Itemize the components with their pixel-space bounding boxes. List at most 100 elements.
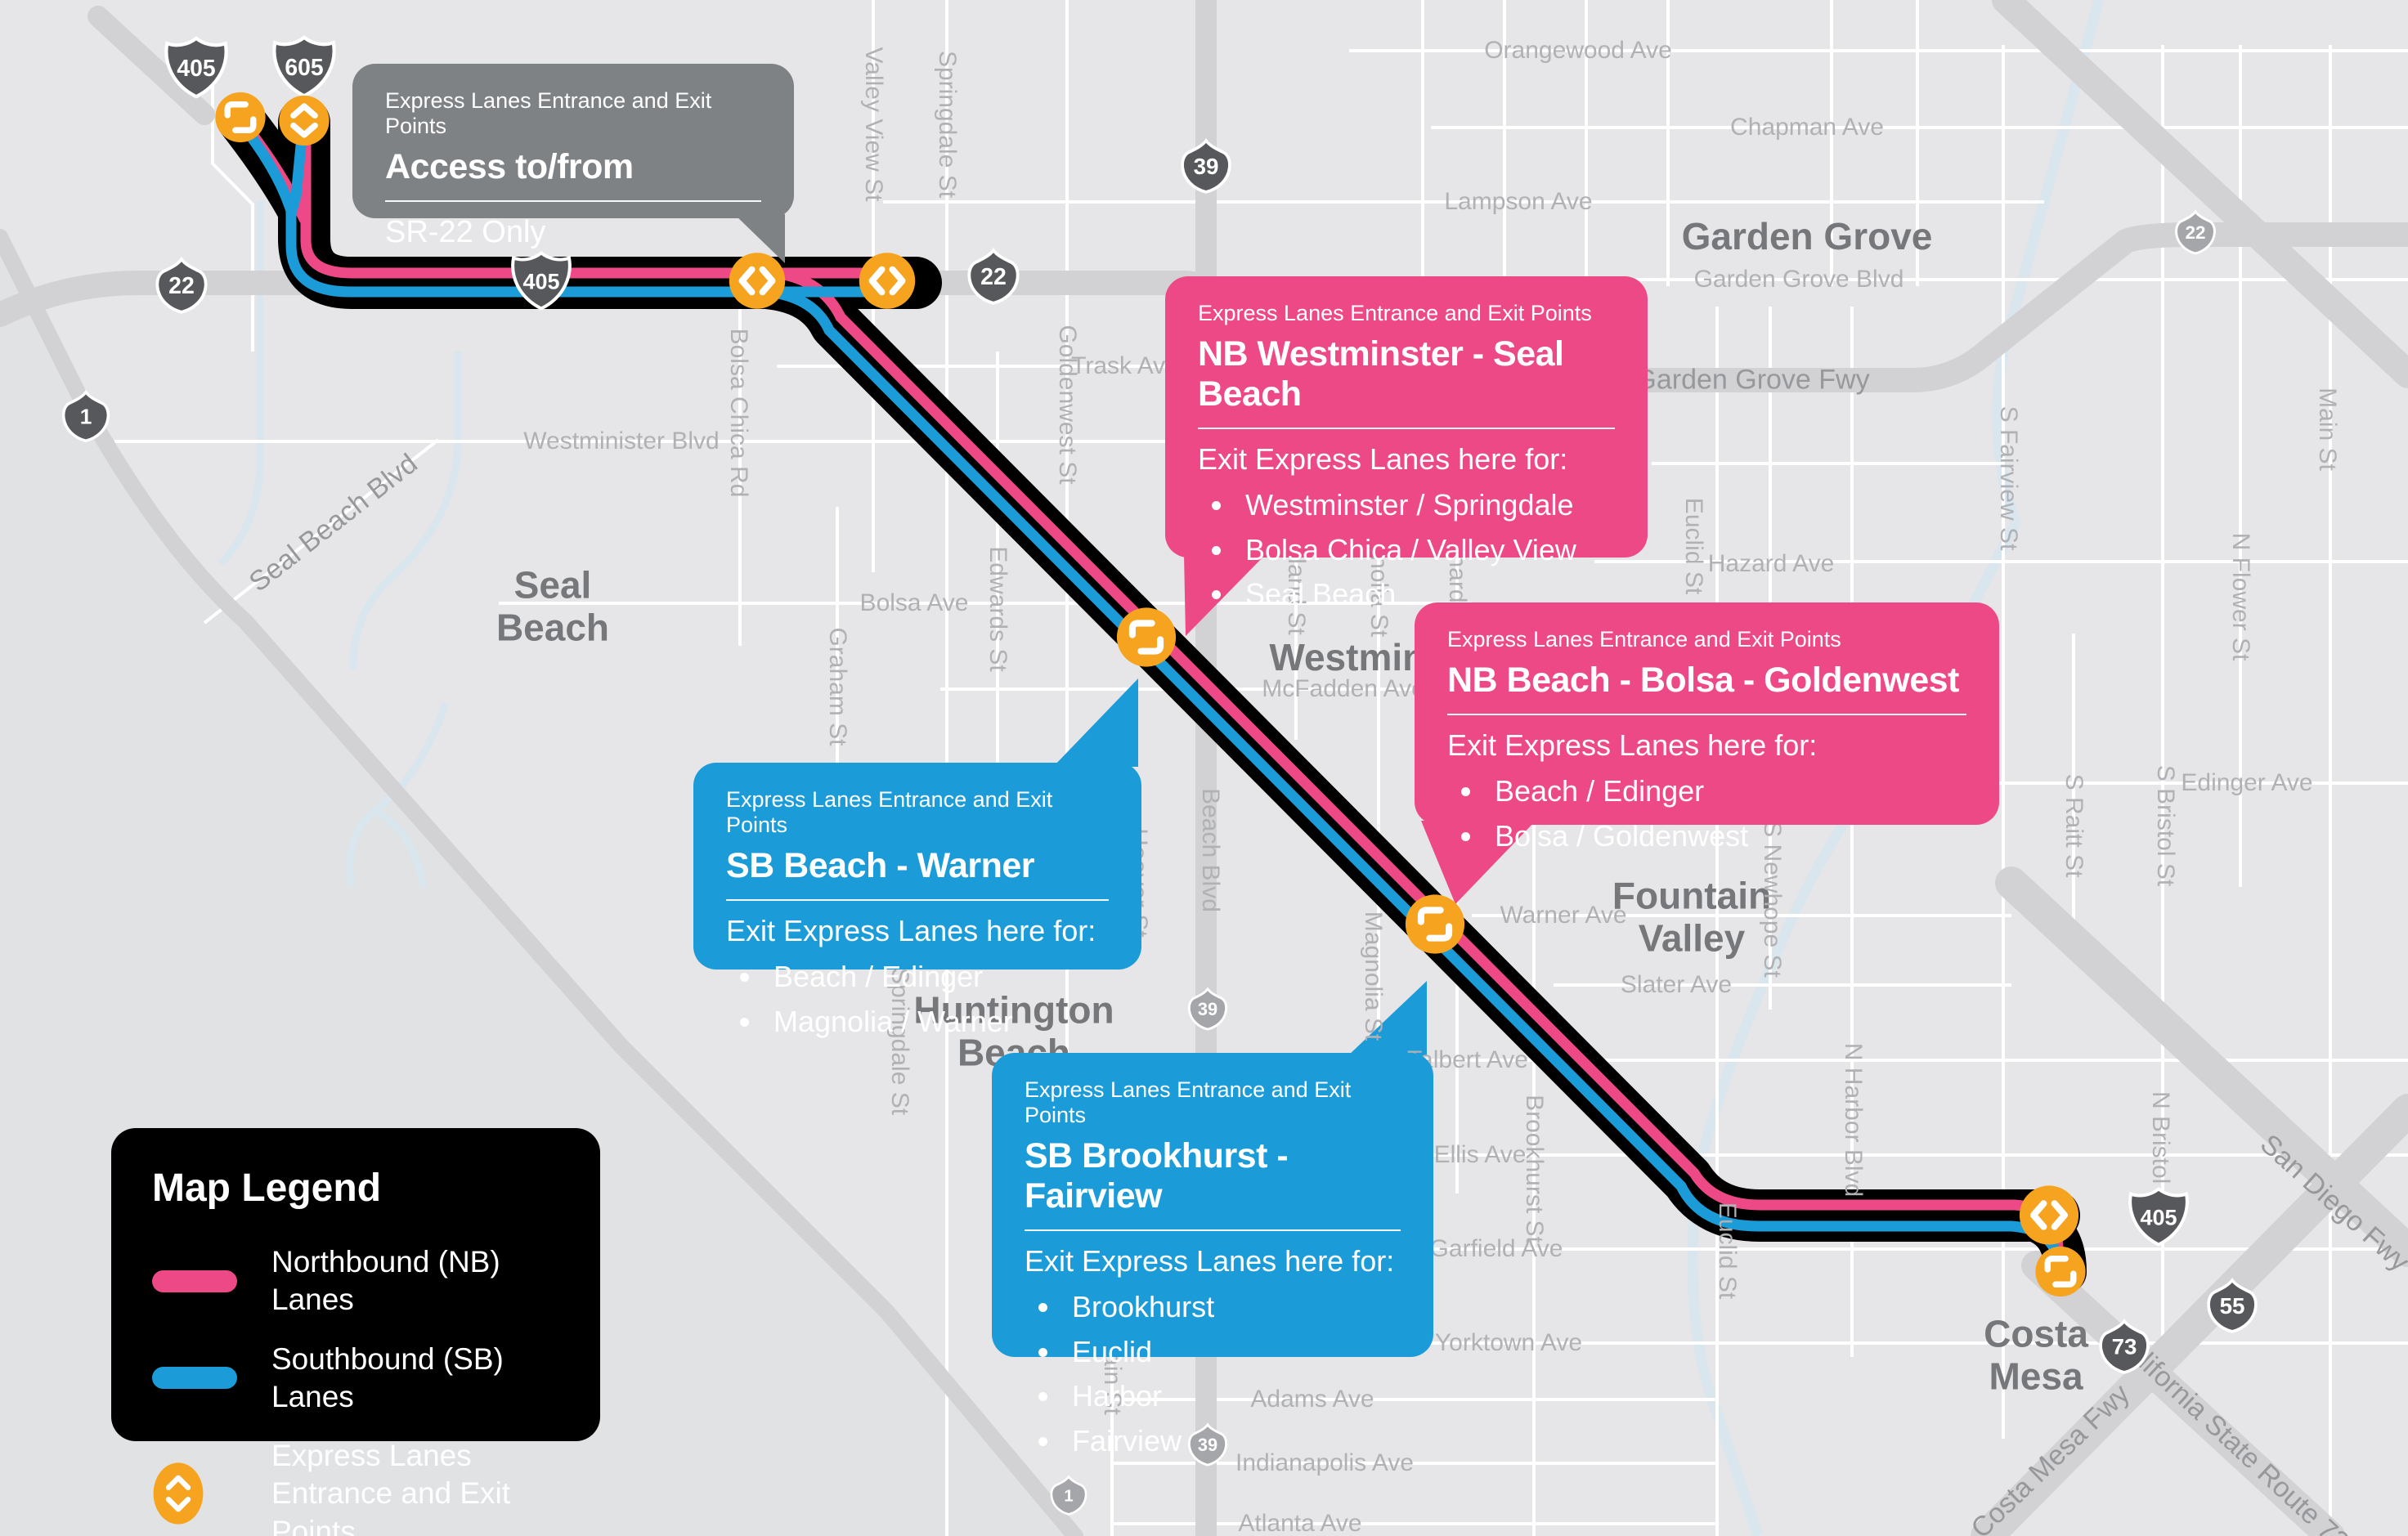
city-label: Garden Grove [1681, 215, 1933, 258]
callout-tails [734, 214, 1536, 1056]
street-label: Yorktown Ave [1434, 1329, 1583, 1356]
entrance-exit-marker-square-icon [1404, 893, 1466, 960]
callout-sb-brookhurst-fairview: Express Lanes Entrance and Exit Points S… [992, 1053, 1433, 1458]
callout-title: Access to/from [385, 147, 634, 186]
legend-label: Southbound (SB) Lanes [271, 1341, 504, 1413]
callout-intro: Exit Express Lanes here for: [1198, 442, 1568, 476]
entrance-exit-marker-icon [152, 1461, 237, 1526]
legend-row-northbound: Northbound (NB) Lanes [152, 1243, 559, 1319]
exit-list-item: Fairview [1062, 1419, 1401, 1464]
street-label: Brookhurst St [1521, 1095, 1548, 1243]
svg-text:39: 39 [1198, 1435, 1217, 1455]
street-label: Lampson Ave [1444, 188, 1593, 215]
street-label: Springdale St [934, 50, 961, 199]
svg-text:405: 405 [177, 56, 215, 82]
callout-exit-list: BrookhurstEuclidHarborFairview [1025, 1285, 1401, 1464]
route-shield-405: 405 [2126, 1184, 2191, 1254]
callout-header: Express Lanes Entrance and Exit Points [1447, 627, 1841, 652]
exit-list-item: Beach / Edinger [1485, 769, 1966, 814]
nb-lanes-swatch [152, 1270, 237, 1292]
exit-list-item: Euclid [1062, 1330, 1401, 1375]
legend-row-entrance-exit: Express Lanes Entrance and Exit Points [152, 1437, 559, 1536]
street-label: Warner Ave [1500, 902, 1627, 929]
street-label: Bolsa Ave [859, 589, 969, 616]
route-shield-405: 405 [509, 249, 574, 318]
exit-list-item: Seal Beach [1235, 572, 1615, 617]
street-label: Chapman Ave [1730, 114, 1884, 141]
legend-label: Northbound (NB) Lanes [271, 1245, 500, 1317]
exit-list-item: Magnolia / Warner [764, 1000, 1109, 1045]
svg-text:22: 22 [2185, 222, 2205, 243]
exit-list-item: Bolsa Chica / Valley View [1235, 528, 1615, 573]
callout-sb-beach-warner: Express Lanes Entrance and Exit Points S… [693, 763, 1141, 1038]
callout-title: NB Westminster - Seal Beach [1198, 334, 1564, 414]
street-label: Goldenwest St [1054, 325, 1081, 485]
street-label: N Harbor Blvd [1840, 1042, 1867, 1198]
callout-header: Express Lanes Entrance and Exit Points [726, 787, 1053, 837]
callout-header: Express Lanes Entrance and Exit Points [1198, 301, 1592, 325]
callout-title: SB Beach - Warner [726, 846, 1035, 885]
svg-text:39: 39 [1198, 999, 1217, 1019]
exit-list-item: Westminster / Springdale [1235, 483, 1615, 528]
street-label: Edwards St [984, 546, 1011, 672]
street-label: Atlanta Ave [1238, 1510, 1362, 1536]
street-label: S Newhope St [1759, 821, 1786, 978]
street-label: Westminister Blvd [523, 428, 720, 455]
callout-exit-list: Westminster / SpringdaleBolsa Chica / Va… [1198, 483, 1615, 617]
street-label: Garfield Ave [1429, 1235, 1563, 1262]
callout-exit-list: Beach / EdingerMagnolia / Warner [726, 955, 1109, 1044]
svg-text:22: 22 [980, 264, 1007, 290]
street-label: N Flower St [2227, 532, 2254, 661]
street-label: Graham St [824, 627, 851, 746]
svg-text:405: 405 [2140, 1206, 2177, 1230]
street-label: Magnolia St [1360, 911, 1387, 1041]
street-label: S Fairview St [1995, 405, 2022, 551]
i5-band [1992, 0, 2408, 388]
entrance-exit-marker-chevron-h-icon [727, 251, 787, 316]
street-label: Garden Grove Blvd [1693, 266, 1904, 293]
entrance-exit-marker-square-icon [212, 89, 269, 150]
callout-divider [1447, 714, 1966, 715]
svg-text:22: 22 [168, 273, 195, 299]
route-shield-22: 22 [2171, 208, 2220, 262]
street-label: McFadden Ave [1262, 675, 1425, 702]
map-legend: Map Legend Northbound (NB) Lanes Southbo… [111, 1128, 600, 1536]
entrance-exit-marker-chevron-h-icon [857, 251, 917, 316]
legend-row-southbound: Southbound (SB) Lanes [152, 1341, 559, 1417]
callout-exit-list: Beach / EdingerBolsa / Goldenwest [1447, 769, 1966, 858]
route73-band [2021, 1251, 2345, 1536]
svg-text:73: 73 [2112, 1334, 2137, 1359]
route-shield-39: 39 [1184, 986, 1231, 1037]
entrance-exit-marker-square-icon [1115, 607, 1177, 673]
route-shield-73: 73 [2094, 1317, 2155, 1382]
street-label: Bolsa Chica Rd [725, 328, 752, 498]
callout-divider [1025, 1229, 1401, 1231]
callout-intro: Exit Express Lanes here for: [1025, 1244, 1395, 1278]
street-label: Beach Blvd [1197, 788, 1224, 912]
callout-header: Express Lanes Entrance and Exit Points [1025, 1077, 1352, 1127]
street-label: Euclid St [1714, 1202, 1741, 1300]
route-shield-1: 1 [57, 388, 114, 450]
street-label: Main St [2314, 387, 2341, 471]
callout-nb-westminster-seal-beach: Express Lanes Entrance and Exit Points N… [1165, 276, 1648, 611]
callout-title: NB Beach - Bolsa - Goldenwest [1447, 661, 1959, 700]
callout-nb-beach-bolsa-goldenwest: Express Lanes Entrance and Exit Points N… [1415, 602, 1999, 853]
street-label: Indianapolis Ave [1235, 1449, 1414, 1476]
callout-divider [726, 899, 1109, 901]
svg-text:39: 39 [1194, 154, 1219, 179]
route-shield-22: 22 [150, 255, 213, 321]
svg-text:605: 605 [285, 55, 323, 81]
street-label: S Raitt St [2060, 773, 2087, 878]
callout-header: Express Lanes Entrance and Exit Points [385, 88, 712, 138]
pch-band [0, 229, 1083, 1536]
street-label: Slater Ave [1620, 971, 1733, 998]
svg-text:405: 405 [522, 270, 559, 294]
legend-label: Express Lanes Entrance and Exit Points [271, 1439, 511, 1536]
legend-title: Map Legend [152, 1167, 382, 1210]
exit-list-item: Brookhurst [1062, 1285, 1401, 1330]
entrance-exit-marker-chevron-v-icon [276, 92, 333, 154]
street-label: Valley View St [860, 47, 887, 202]
